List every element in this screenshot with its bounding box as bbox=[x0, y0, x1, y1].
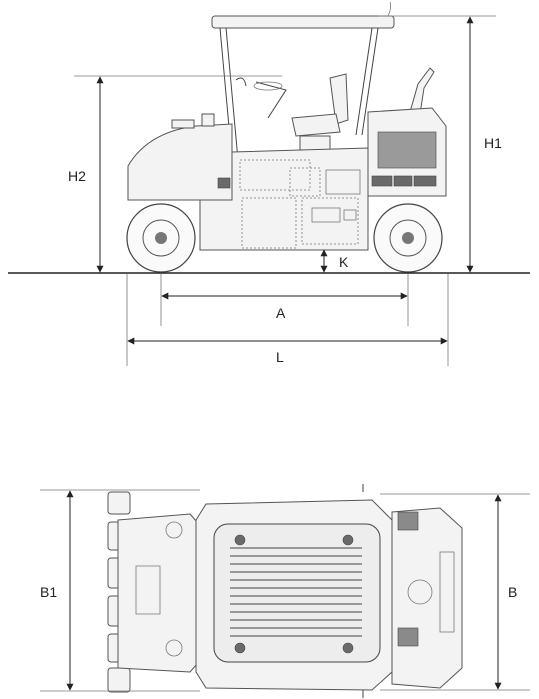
rear-section-top bbox=[391, 507, 463, 689]
engine-hood bbox=[367, 107, 447, 197]
deck-grille bbox=[230, 547, 362, 637]
front-hood bbox=[127, 113, 233, 201]
exhaust-pipe bbox=[409, 67, 435, 115]
top-view: B1 B bbox=[40, 484, 530, 698]
dimension-H2: H2 bbox=[68, 75, 282, 273]
dimension-B1: B1 bbox=[40, 489, 200, 692]
label-B1: B1 bbox=[40, 584, 57, 600]
dimension-B: B bbox=[380, 493, 530, 691]
dimension-L: L bbox=[126, 274, 449, 366]
canopy bbox=[211, 1, 395, 161]
front-wheel bbox=[126, 203, 196, 273]
side-view: H1 H2 K A L bbox=[8, 1, 530, 366]
label-L: L bbox=[276, 349, 284, 365]
chassis bbox=[199, 147, 369, 251]
label-H2: H2 bbox=[68, 168, 86, 184]
label-A: A bbox=[276, 305, 286, 321]
rear-wheel bbox=[373, 203, 443, 273]
dimension-A: A bbox=[160, 274, 409, 326]
front-hood-top bbox=[117, 513, 205, 673]
label-B: B bbox=[508, 584, 517, 600]
dimension-H1: H1 bbox=[378, 15, 502, 273]
label-H1: H1 bbox=[484, 135, 502, 151]
dimension-K: K bbox=[320, 249, 349, 273]
main-body-top bbox=[195, 499, 393, 691]
label-K: K bbox=[339, 254, 349, 270]
operator-seat bbox=[235, 73, 349, 155]
